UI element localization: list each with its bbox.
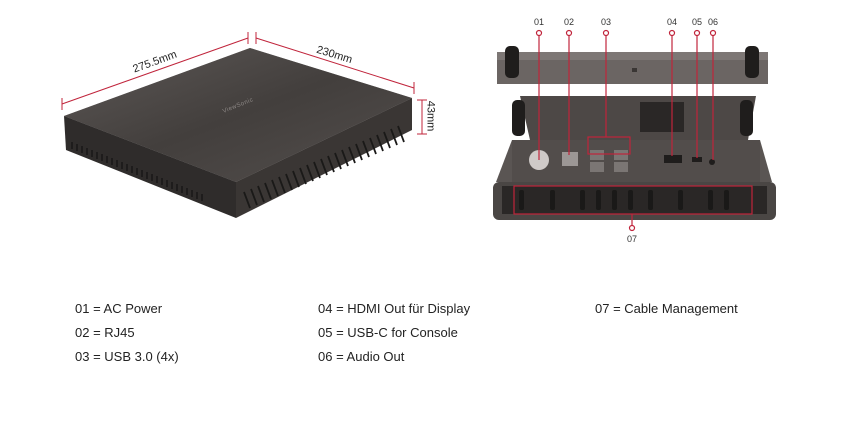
rj45-port [562, 152, 578, 166]
legend-item-usbc: 05 = USB-C for Console [318, 325, 458, 340]
callout-label-04: 04 [666, 17, 678, 27]
legend-item-ac-power: 01 = AC Power [75, 301, 163, 316]
hdmi-port [664, 155, 682, 163]
usbc-port [692, 157, 702, 162]
audio-port [709, 159, 715, 165]
port-panel [512, 140, 760, 182]
device-top-sheen [64, 48, 412, 182]
legend-item-usb: 03 = USB 3.0 (4x) [75, 349, 179, 364]
callout-label-02: 02 [563, 17, 575, 27]
internal-vent [640, 102, 684, 132]
internal-support-left [512, 100, 525, 136]
callout-dot-06 [709, 29, 717, 37]
callout-dot-07 [628, 224, 636, 232]
internal-support-right [740, 100, 753, 136]
device-front-left-face [64, 116, 236, 218]
base-tray-cable-zone [502, 186, 767, 214]
usb-port-2 [590, 162, 604, 172]
callout-dot-01 [535, 29, 543, 37]
device-lid-top [497, 52, 768, 60]
legend-item-audio: 06 = Audio Out [318, 349, 405, 364]
usb-port-4 [614, 162, 628, 172]
legend-item-rj45: 02 = RJ45 [75, 325, 135, 340]
usb-port-1 [590, 150, 604, 160]
cable-clips [519, 190, 729, 210]
internal-bracket [520, 96, 756, 140]
callout-dot-05 [693, 29, 701, 37]
lid-foot-left [505, 46, 519, 78]
cable-mgmt-highlight-box [513, 185, 753, 215]
callout-dot-04 [668, 29, 676, 37]
dimension-line-length [61, 32, 249, 110]
lid-foot-right [745, 46, 759, 78]
legend-item-hdmi: 04 = HDMI Out für Display [318, 301, 471, 316]
usb-port-3 [614, 150, 628, 160]
dimension-line-width [255, 32, 415, 94]
vent-grille-left [71, 142, 203, 201]
vent-grille-right [243, 125, 405, 209]
callout-label-07: 07 [626, 234, 638, 244]
callout-label-05: 05 [691, 17, 703, 27]
legend-item-cable-management: 07 = Cable Management [595, 301, 738, 316]
usb-highlight-box [587, 136, 631, 155]
lid-slot [632, 68, 637, 72]
device-front-right-face [236, 98, 412, 218]
callout-label-01: 01 [533, 17, 545, 27]
callout-dot-02 [565, 29, 573, 37]
dimension-line-height [417, 99, 427, 135]
callout-label-06: 06 [707, 17, 719, 27]
callout-dot-03 [602, 29, 610, 37]
callout-label-03: 03 [600, 17, 612, 27]
